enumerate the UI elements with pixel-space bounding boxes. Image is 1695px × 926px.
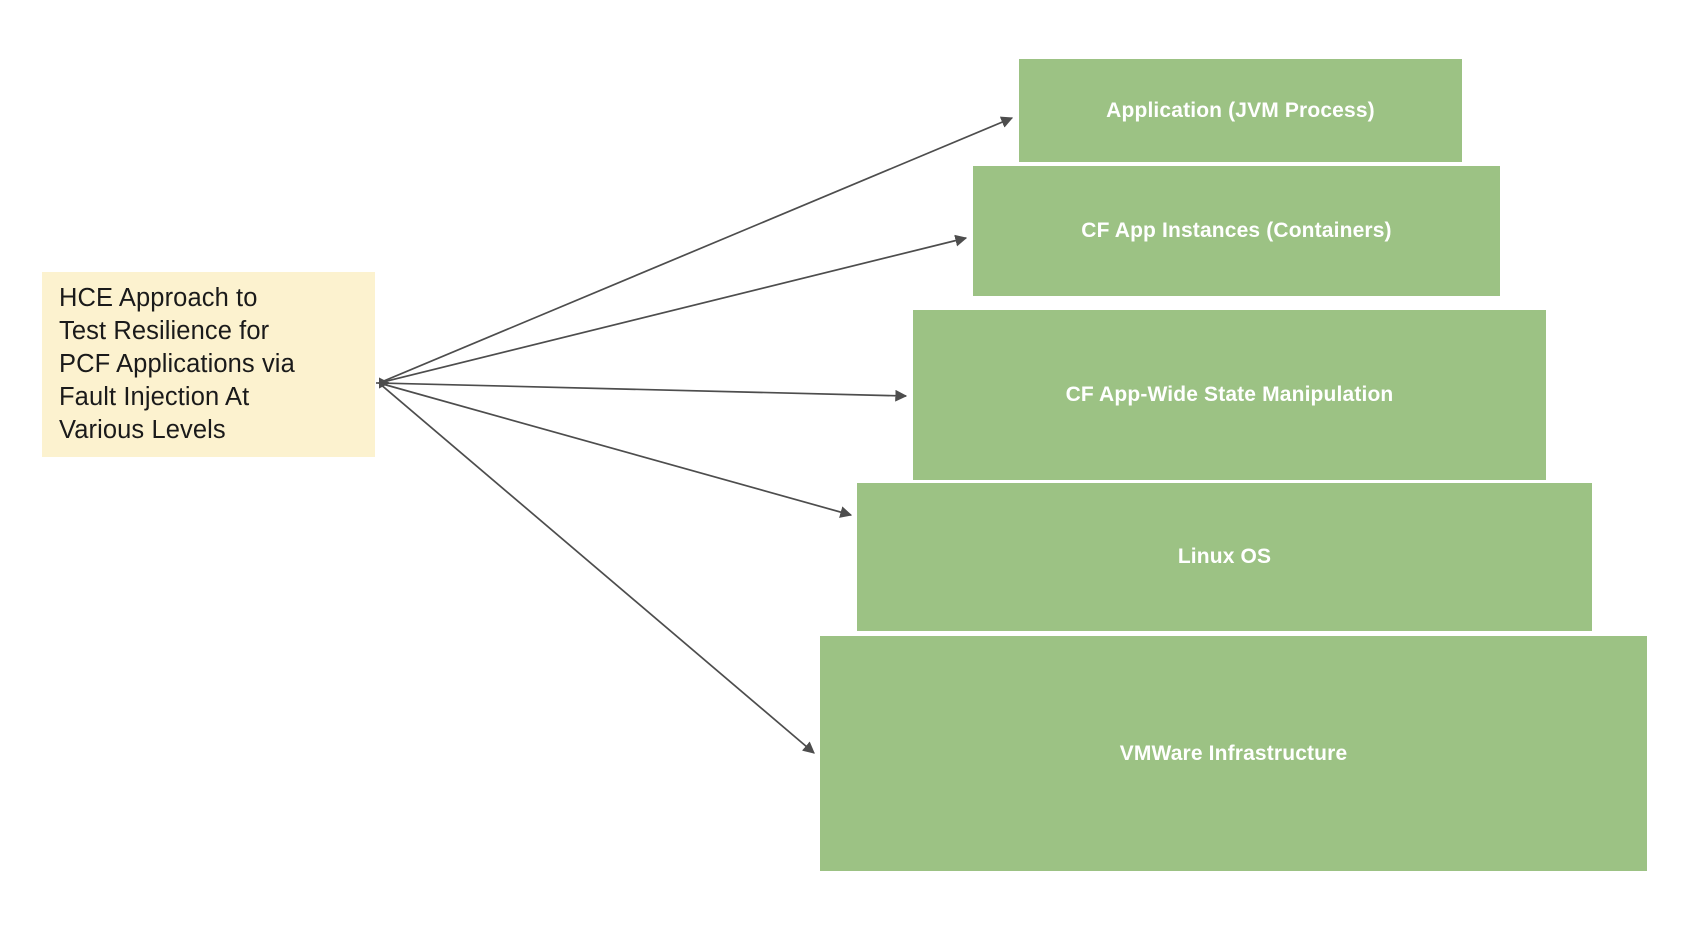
layer-box-cf-app-wide-state[interactable]: CF App-Wide State Manipulation	[913, 310, 1546, 480]
source-box-label: HCE Approach to Test Resilience for PCF …	[59, 283, 295, 445]
connector-to-layer-3	[378, 382, 908, 402]
layer-box-cf-app-instances-label: CF App Instances (Containers)	[1081, 219, 1392, 243]
source-box[interactable]: HCE Approach to Test Resilience for PCF …	[42, 272, 375, 457]
layer-box-vmware-infrastructure-label: VMWare Infrastructure	[1119, 741, 1348, 765]
layer-box-cf-app-wide-state-label: CF App-Wide State Manipulation	[1065, 383, 1394, 407]
layer-box-linux-os-label: Linux OS	[1177, 545, 1272, 569]
layer-box-vmware-infrastructure[interactable]: VMWare Infrastructure	[820, 636, 1647, 871]
layer-box-linux-os[interactable]: Linux OS	[857, 483, 1592, 631]
layer-box-application[interactable]: Application (JVM Process)	[1019, 59, 1462, 162]
connector-to-layer-5	[378, 382, 815, 754]
layer-box-cf-app-instances[interactable]: CF App Instances (Containers)	[973, 166, 1500, 296]
layer-box-application-label: Application (JVM Process)	[1106, 98, 1375, 122]
connector-to-layer-4	[378, 382, 853, 518]
connector-to-layer-2	[378, 234, 968, 384]
